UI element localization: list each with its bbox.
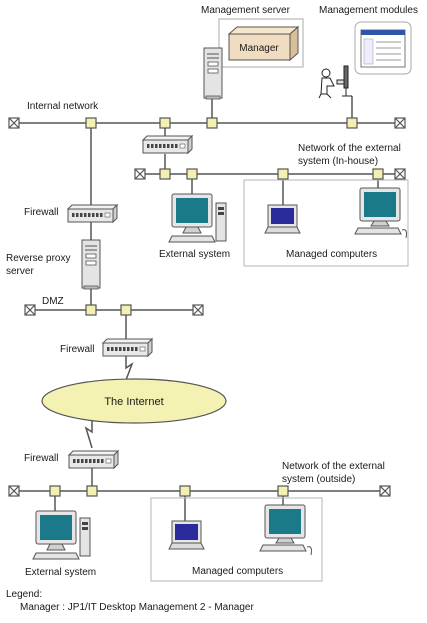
terminator <box>24 304 36 316</box>
management-server-label: Management server <box>201 5 291 16</box>
firewall-label-2: Firewall <box>60 344 94 355</box>
node <box>186 168 198 180</box>
operator-icon <box>318 65 352 99</box>
managed-computers-label-1: Managed computers <box>286 249 377 260</box>
dmz-label: DMZ <box>42 296 64 307</box>
node <box>86 485 98 497</box>
external-system-label-1: External system <box>159 249 230 260</box>
window-icon <box>360 29 406 68</box>
managed-computers-group-2 <box>150 497 323 582</box>
internet-label: The Internet <box>104 396 163 408</box>
manager-box-label: Manager <box>239 43 279 54</box>
internet-cloud <box>41 378 227 424</box>
management-modules <box>318 21 412 99</box>
terminator <box>192 304 204 316</box>
node <box>346 117 358 129</box>
reverse-proxy-label-line1: Reverse proxy <box>6 253 70 264</box>
firewall-icon <box>67 449 120 470</box>
terminator <box>134 168 146 180</box>
desktop-computer-icon <box>259 504 312 556</box>
desktop-computer-icon <box>354 187 407 239</box>
external-system-label-2: External system <box>25 567 96 578</box>
external-system-desktop-icon <box>32 510 91 560</box>
managed-computers-group-1 <box>243 179 409 267</box>
node <box>277 485 289 497</box>
node <box>49 485 61 497</box>
firewall-label-1: Firewall <box>24 207 58 218</box>
node <box>120 304 132 316</box>
connection-nodes <box>49 117 384 497</box>
reverse-proxy-server-icon <box>81 239 101 290</box>
management-modules-label: Management modules <box>319 5 418 16</box>
node <box>85 117 97 129</box>
terminator <box>8 117 20 129</box>
laptop-icon <box>264 204 301 234</box>
legend-entry: Manager : JP1/IT Desktop Management 2 - … <box>20 602 254 613</box>
managed-computers-label-2: Managed computers <box>192 566 283 577</box>
manager-box-icon <box>227 25 300 62</box>
management-server: Manager <box>203 18 304 100</box>
switch-hub-icon <box>141 134 194 155</box>
node <box>159 168 171 180</box>
firewall-label-3: Firewall <box>24 453 58 464</box>
external-network-inhouse-label-line2: system (In-house) <box>298 156 378 167</box>
internal-network-label: Internal network <box>27 101 99 112</box>
external-network-outside-label-line2: system (outside) <box>282 474 355 485</box>
firewall-icon <box>66 203 119 224</box>
node <box>277 168 289 180</box>
node <box>85 304 97 316</box>
legend-title: Legend: <box>6 589 42 600</box>
external-system-desktop-icon <box>168 193 227 243</box>
terminator <box>379 485 391 497</box>
node <box>206 117 218 129</box>
reverse-proxy-label-line2: server <box>6 266 34 277</box>
node <box>372 168 384 180</box>
terminator <box>394 117 406 129</box>
terminator <box>8 485 20 497</box>
external-network-outside-label-line1: Network of the external <box>282 461 385 472</box>
terminators <box>8 117 406 497</box>
terminator <box>394 168 406 180</box>
external-network-inhouse-label-line1: Network of the external <box>298 143 401 154</box>
node <box>179 485 191 497</box>
server-tower-icon <box>203 47 223 100</box>
firewall-icon <box>101 337 154 358</box>
node <box>159 117 171 129</box>
laptop-icon <box>168 520 205 550</box>
